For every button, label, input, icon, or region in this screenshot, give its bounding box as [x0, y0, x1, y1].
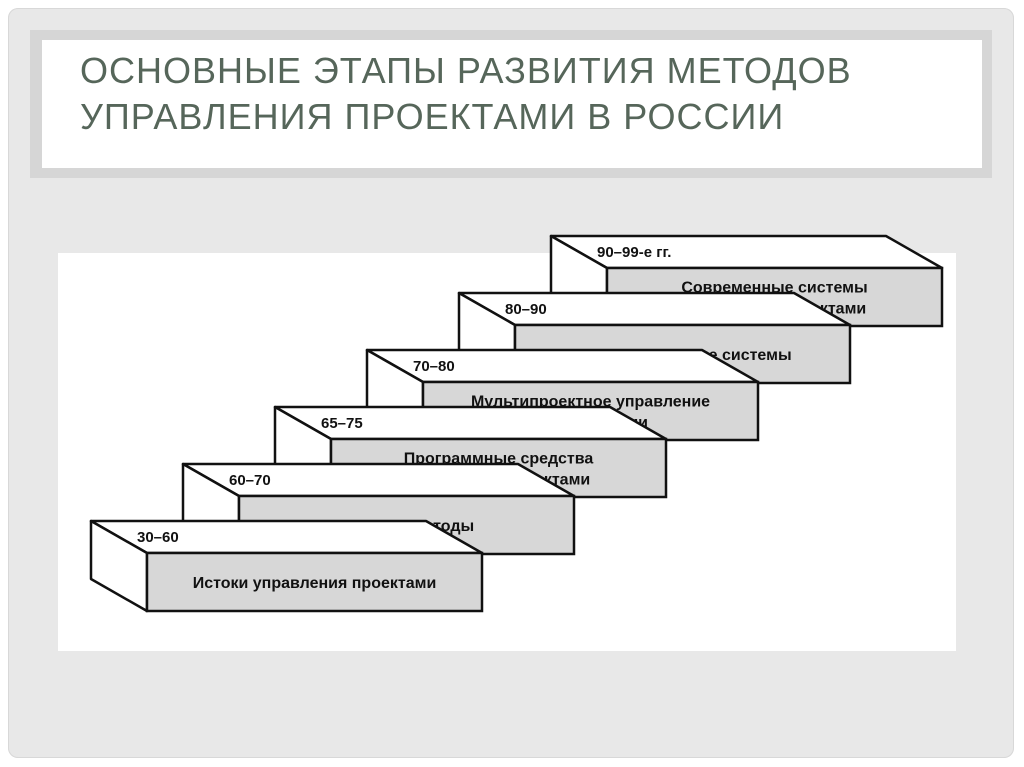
step-period-label: 80–90: [505, 301, 547, 318]
step-label-line: Истоки управления проектами: [193, 575, 437, 592]
step-period-label: 30–60: [137, 529, 179, 546]
slide-title: Основные этапы развития методов управлен…: [80, 48, 940, 140]
slide: Основные этапы развития методов управлен…: [8, 8, 1014, 758]
title-line-2: управления проектами в России: [80, 96, 785, 137]
title-box: [42, 40, 982, 168]
staircase-diagram: 90–99-е гг.Современные системыуправления…: [89, 234, 944, 613]
step-period-label: 90–99-е гг.: [597, 244, 671, 261]
title-line-1: Основные этапы развития методов: [80, 50, 852, 91]
title-frame: [30, 30, 992, 178]
step-front-face: [145, 551, 484, 613]
step-period-label: 65–75: [321, 415, 363, 432]
step-period-label: 70–80: [413, 358, 455, 375]
step-period-label: 60–70: [229, 472, 271, 489]
staircase-diagram-panel: 90–99-е гг.Современные системыуправления…: [58, 234, 956, 651]
